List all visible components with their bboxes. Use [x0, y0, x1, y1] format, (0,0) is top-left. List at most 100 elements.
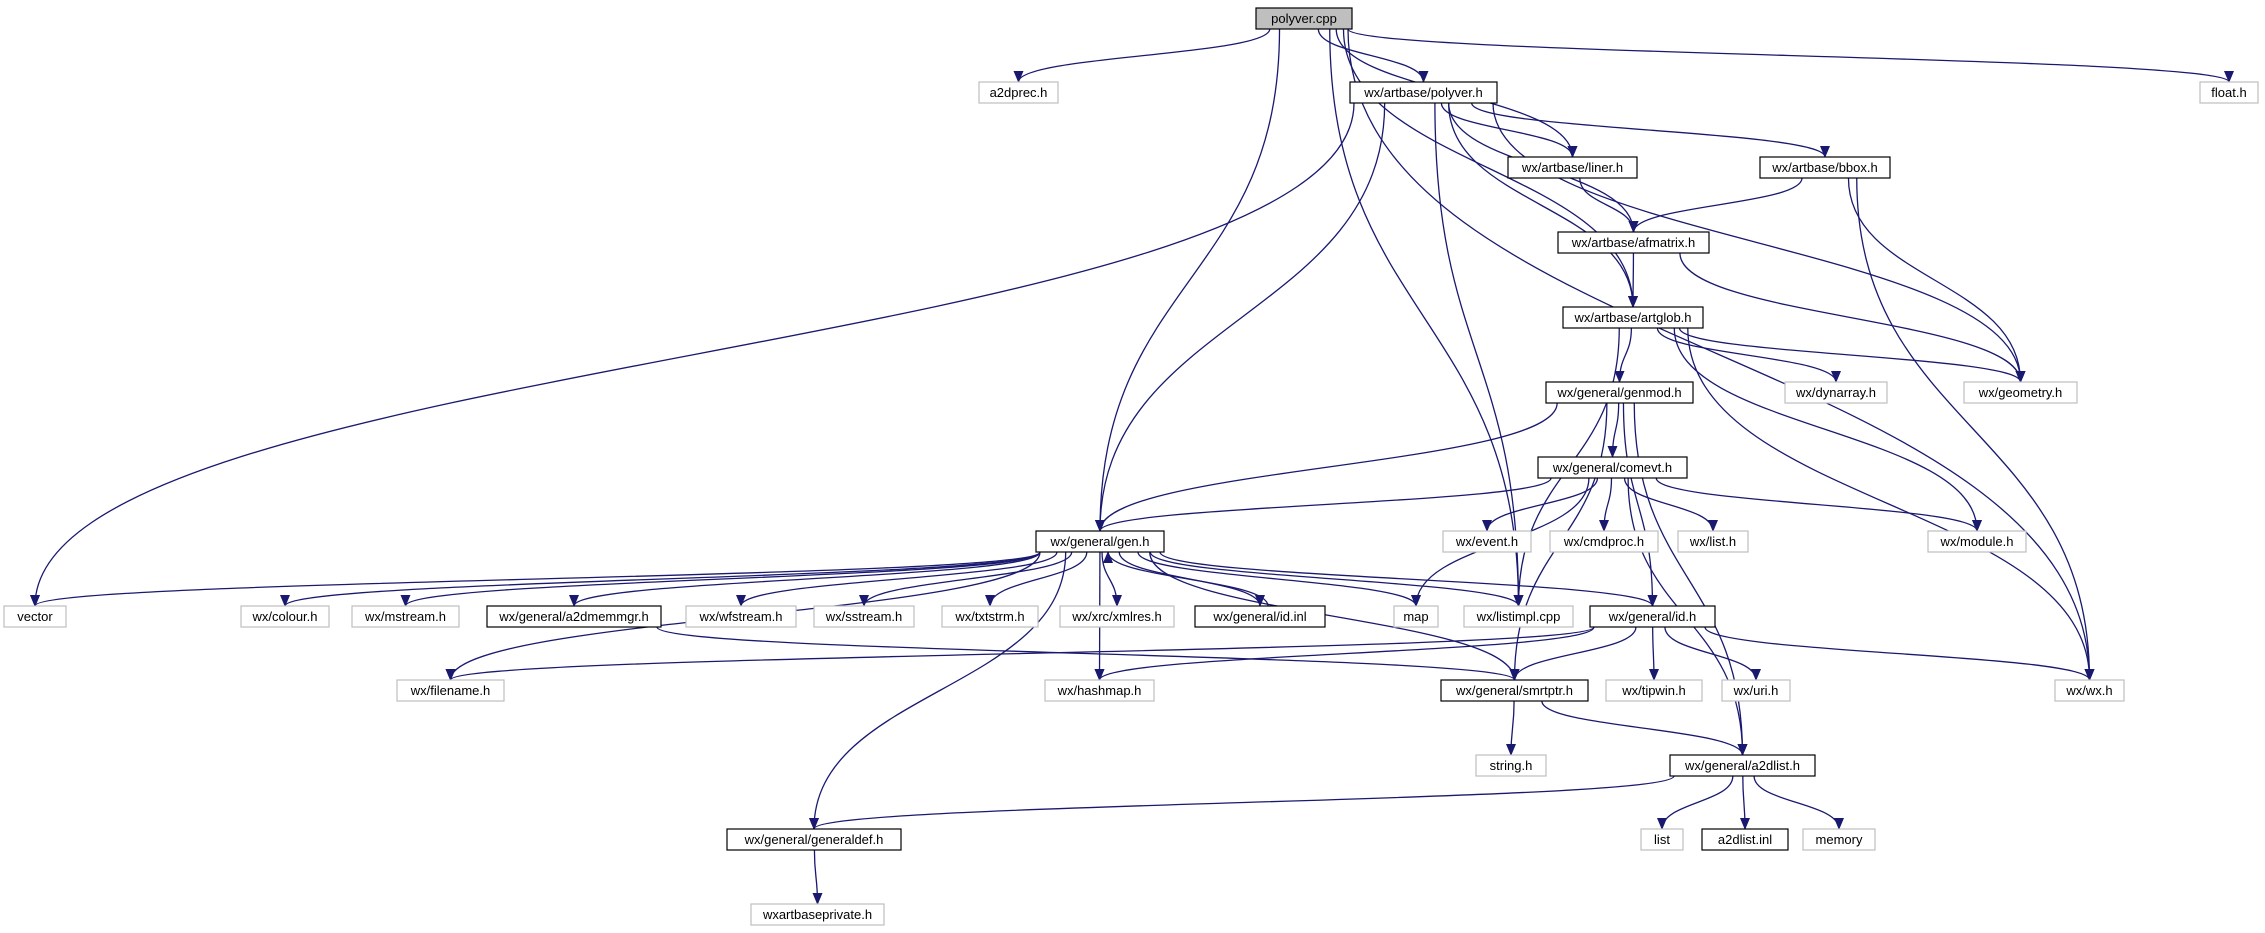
edge-polyver_cpp-to-a2dprec_h	[1013, 28, 1271, 83]
edge-genmod_h-to-comevt_h	[1607, 402, 1620, 458]
node-box	[1963, 381, 2078, 404]
node-a2dlist-h[interactable]: wx/general/a2dlist.h	[1669, 754, 1816, 777]
node-module-h: wx/module.h	[1927, 530, 2027, 553]
node-genmod-h[interactable]: wx/general/genmod.h	[1545, 381, 1694, 404]
node-label: wx/sstream.h	[825, 609, 903, 624]
edge-gen_h-to-generaldef_h	[809, 551, 1067, 830]
node-box	[978, 81, 1059, 104]
node-box	[941, 605, 1039, 628]
node-box	[1255, 7, 1353, 30]
edge-gen_h-to-vector	[30, 551, 1041, 607]
edge-gen_h-to-a2dmemmgr_h	[569, 551, 1041, 607]
node-box	[750, 903, 885, 926]
node-label: wx/tipwin.h	[1621, 683, 1686, 698]
node-label: memory	[1816, 832, 1863, 847]
node-label: wx/filename.h	[410, 683, 490, 698]
node-label: wx/mstream.h	[364, 609, 446, 624]
edge-genmod_h-to-a2dlist_h	[1633, 402, 1748, 756]
node-generaldef-h[interactable]: wx/general/generaldef.h	[726, 828, 902, 851]
edge-polyver_cpp-to-artglob_h	[1342, 28, 1638, 308]
node-bbox-h[interactable]: wx/artbase/bbox.h	[1759, 156, 1891, 179]
edge-id_h-to-uri_h	[1664, 626, 1761, 681]
node-label: list	[1654, 832, 1670, 847]
edge-layer	[30, 28, 2234, 905]
edge-smrtptr_h-to-a2dlist_h	[1541, 700, 1748, 756]
edge-polyver_h-to-vector	[30, 102, 1355, 607]
edge-gen_h-to-txtstrm_h	[985, 551, 1088, 607]
edge-gen_h-to-sstream_h	[859, 551, 1073, 607]
node-comevt-h[interactable]: wx/general/comevt.h	[1537, 456, 1688, 479]
node-label: wxartbaseprivate.h	[762, 907, 872, 922]
edge-bbox_h-to-afmatrix_h	[1628, 177, 1803, 233]
node-polyver-cpp[interactable]: polyver.cpp	[1255, 7, 1353, 30]
node-txtstrm-h: wx/txtstrm.h	[941, 605, 1039, 628]
edge-gen_h-to-listimpl_cpp	[1149, 551, 1524, 607]
edge-genmod_h-to-gen_h	[1095, 402, 1558, 532]
node-box	[1759, 156, 1891, 179]
edge-artglob_h-to-dynarray_h	[1656, 327, 1841, 383]
edge-polyver_cpp-to-gen_h	[1095, 28, 1281, 532]
edge-comevt_h-to-module_h	[1655, 477, 1982, 532]
edge-polyver_cpp-to-float_h	[1347, 28, 2234, 83]
edge-id_h-to-wx_h	[1704, 626, 2095, 681]
node-afmatrix-h[interactable]: wx/artbase/afmatrix.h	[1557, 231, 1710, 254]
node-smrtptr-h[interactable]: wx/general/smrtptr.h	[1440, 679, 1589, 702]
edge-artglob_h-to-geometry_h	[1678, 327, 2026, 383]
edge-gen_h-to-map	[1137, 551, 1421, 607]
edge-polyver_cpp-to-polyver_h	[1317, 28, 1429, 83]
node-hashmap-h: wx/hashmap.h	[1044, 679, 1155, 702]
node-label: wx/artbase/liner.h	[1521, 160, 1623, 175]
node-box	[1562, 306, 1704, 329]
node-dynarray-h: wx/dynarray.h	[1784, 381, 1888, 404]
node-label: vector	[17, 609, 53, 624]
node-box	[1640, 828, 1684, 851]
node-label: wx/general/id.h	[1608, 609, 1696, 624]
node-label: wx/hashmap.h	[1057, 683, 1142, 698]
node-gen-h[interactable]: wx/general/gen.h	[1035, 530, 1165, 553]
node-label: a2dlist.inl	[1718, 832, 1772, 847]
edge-gen_h-to-colour_h	[280, 551, 1041, 607]
node-box	[1044, 679, 1155, 702]
node-box	[1589, 605, 1716, 628]
node-cmdproc-h: wx/cmdproc.h	[1549, 530, 1659, 553]
node-a2dlist-inl[interactable]: a2dlist.inl	[1701, 828, 1789, 851]
node-label: wx/general/a2dlist.h	[1684, 758, 1800, 773]
node-box	[1784, 381, 1888, 404]
edge-bbox_h-to-wx_h	[1856, 177, 2095, 681]
node-box	[3, 605, 67, 628]
node-vector: vector	[3, 605, 67, 628]
node-polyver-h[interactable]: wx/artbase/polyver.h	[1349, 81, 1498, 104]
edge-polyver_h-to-listimpl_cpp	[1434, 102, 1524, 607]
edge-id_h-to-tipwin_h	[1648, 626, 1659, 681]
edge-a2dlist_h-to-generaldef_h	[809, 775, 1675, 830]
node-box	[1721, 679, 1791, 702]
edge-bbox_h-to-geometry_h	[1847, 177, 2026, 383]
node-box	[1802, 828, 1876, 851]
node-label: wx/cmdproc.h	[1563, 534, 1644, 549]
node-list: list	[1640, 828, 1684, 851]
node-tipwin-h: wx/tipwin.h	[1605, 679, 1703, 702]
node-box	[726, 828, 902, 851]
node-artglob-h[interactable]: wx/artbase/artglob.h	[1562, 306, 1704, 329]
edge-genmod_h-to-id_h	[1622, 402, 1658, 607]
node-label: wx/general/smrtptr.h	[1455, 683, 1573, 698]
node-id-h[interactable]: wx/general/id.h	[1589, 605, 1716, 628]
node-box	[1701, 828, 1789, 851]
node-id-inl[interactable]: wx/general/id.inl	[1194, 605, 1326, 628]
edge-id_h-to-hashmap_h	[1094, 626, 1595, 681]
node-label: wx/general/gen.h	[1049, 534, 1149, 549]
edge-polyver_h-to-artglob_h	[1447, 102, 1638, 308]
node-liner-h[interactable]: wx/artbase/liner.h	[1507, 156, 1638, 179]
node-a2dmemmgr-h[interactable]: wx/general/a2dmemmgr.h	[486, 605, 662, 628]
node-label: wx/xrc/xmlres.h	[1071, 609, 1162, 624]
node-box	[1549, 530, 1659, 553]
node-box	[1545, 381, 1694, 404]
node-label: wx/artbase/bbox.h	[1771, 160, 1878, 175]
edge-a2dlist_h-to-list	[1657, 775, 1734, 830]
node-uri-h: wx/uri.h	[1721, 679, 1791, 702]
node-label: wx/list.h	[1689, 534, 1736, 549]
node-colour-h: wx/colour.h	[240, 605, 330, 628]
node-filename-h: wx/filename.h	[396, 679, 505, 702]
